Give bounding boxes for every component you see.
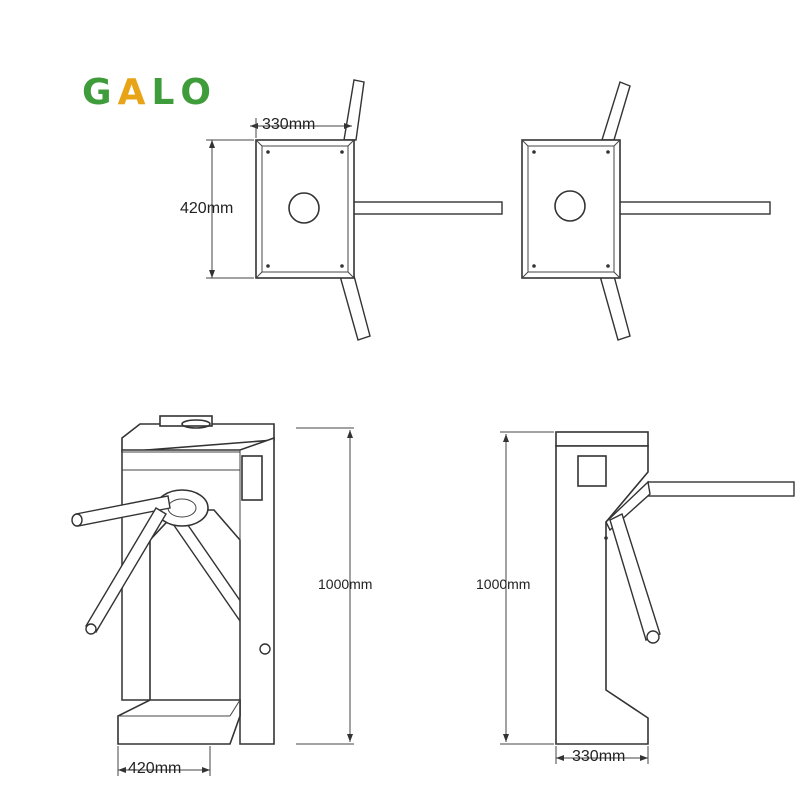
galo-logo: GALO	[82, 72, 217, 113]
side-top-lid	[555, 431, 649, 447]
dim-side-width: 330mm	[572, 748, 626, 765]
logo-letter-a: A	[117, 72, 152, 113]
side-arm-down	[609, 513, 661, 641]
top-left-body-inner	[261, 145, 349, 273]
dim-top-depth: 420mm	[180, 200, 234, 217]
front-base	[117, 699, 241, 745]
top-view-right	[521, 81, 771, 341]
side-view	[500, 431, 795, 764]
top-right-hole	[554, 190, 586, 222]
top-left-body	[255, 139, 355, 279]
top-view-left	[206, 79, 503, 341]
dim-top-width: 330mm	[262, 116, 316, 133]
dim-front-width: 420mm	[128, 760, 182, 777]
top-left-arm-down	[339, 275, 371, 341]
side-card-reader	[577, 455, 607, 487]
top-right-arm-down	[599, 275, 631, 341]
top-left-arm-right	[351, 201, 503, 215]
top-right-arm-up	[601, 81, 631, 141]
top-left-hole	[288, 192, 320, 224]
front-view	[71, 415, 354, 776]
top-right-arm-right	[617, 201, 771, 215]
dim-side-height: 1000mm	[476, 576, 531, 592]
front-arm-left-down	[85, 507, 167, 633]
front-card-reader	[241, 455, 263, 501]
top-right-body	[521, 139, 621, 279]
logo-letter-g: G	[82, 72, 118, 113]
logo-letter-l: L	[151, 72, 181, 113]
dim-front-height: 1000mm	[318, 576, 373, 592]
logo-letter-o: O	[180, 72, 217, 113]
side-arm-horizontal	[647, 481, 795, 497]
side-housing	[555, 445, 649, 745]
top-left-arm-up	[343, 79, 365, 141]
